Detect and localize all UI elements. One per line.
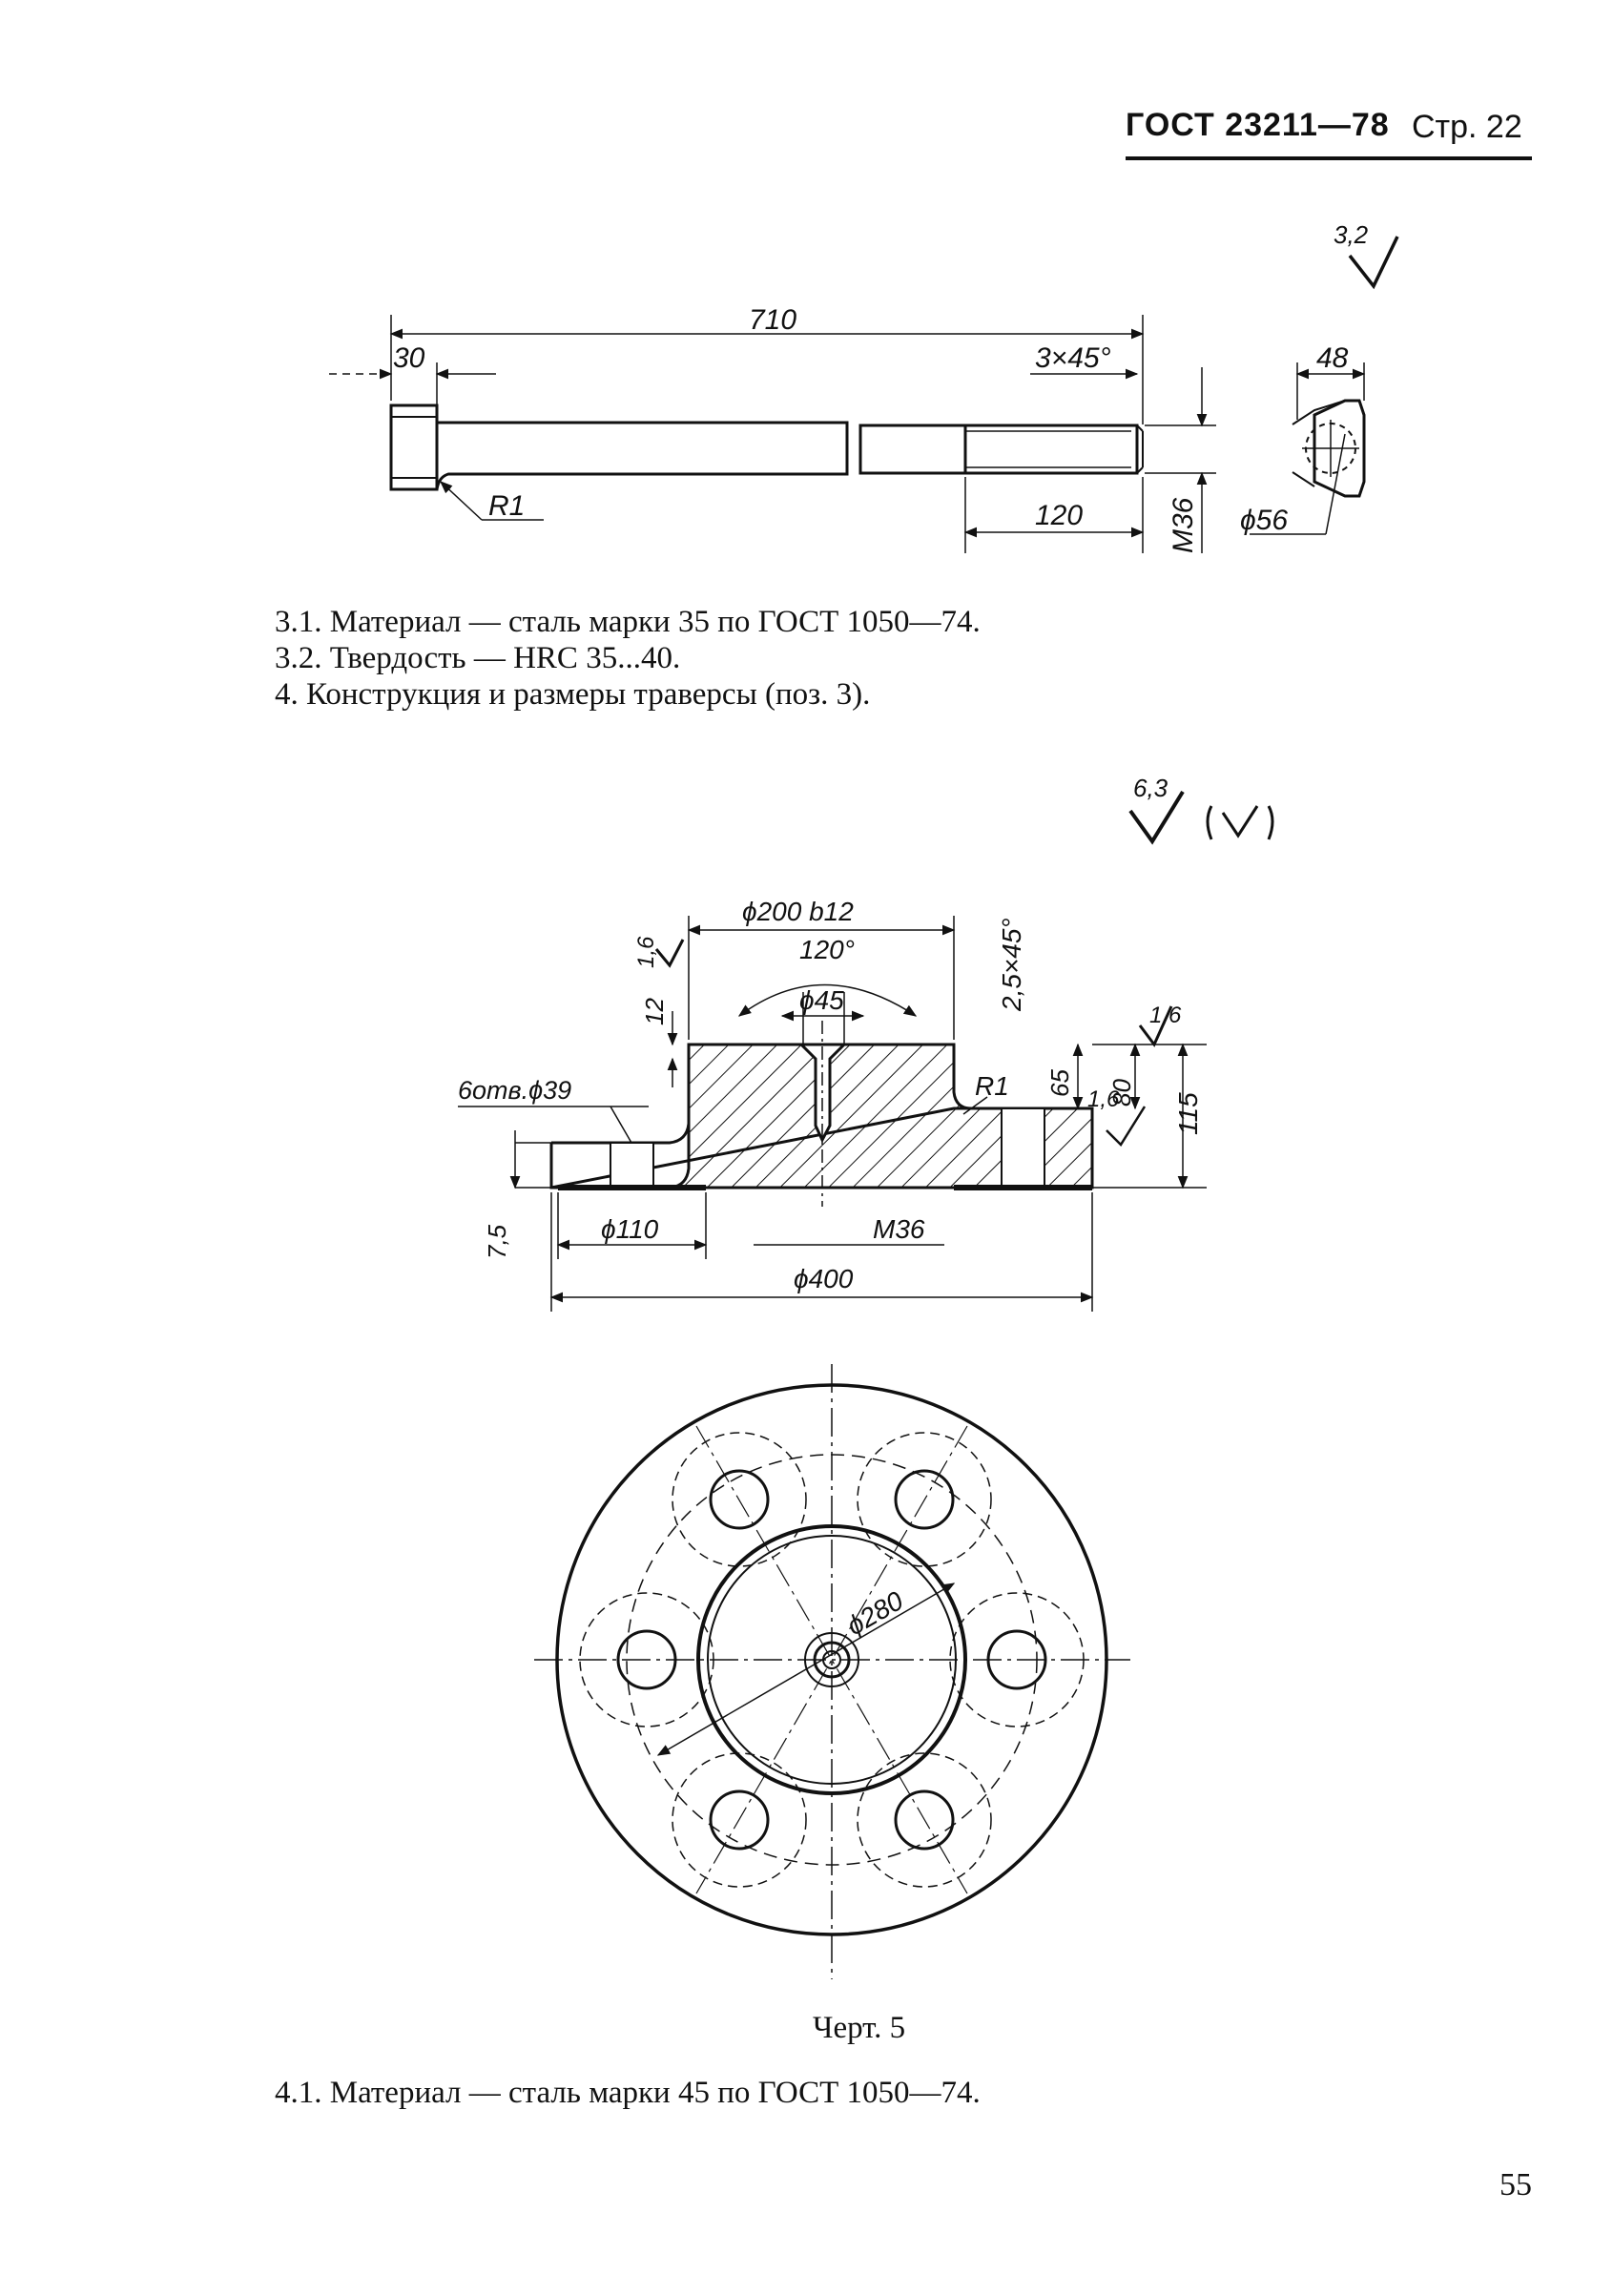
dim-710: 710 [749, 304, 796, 336]
bolt-shank-mid [858, 424, 967, 475]
bolt-drawing [329, 236, 1399, 553]
paragraph-4: 4. Конструкция и размеры траверсы (поз. … [275, 677, 871, 712]
rough-top: 1,6 [633, 936, 659, 968]
dim-12: 12 [640, 998, 669, 1025]
dim-56: ϕ56 [1240, 505, 1288, 536]
rough-bottom: 1,6 [1087, 1086, 1120, 1112]
paragraph-3-2: 3.2. Твердость — HRC 35...40. [275, 641, 681, 675]
dim-400: ϕ400 [794, 1264, 854, 1293]
dim-110: ϕ110 [601, 1214, 659, 1244]
paragraph-4-1: 4.1. Материал — сталь марки 45 по ГОСТ 1… [275, 2076, 981, 2110]
dim-80: 80 [1107, 1079, 1136, 1107]
dim-m36-traverse: M36 [873, 1214, 925, 1244]
page-header: ГОСТ 23211—78 Стр. 22 [1126, 107, 1536, 164]
dim-holes: 6отв.ϕ39 [458, 1076, 571, 1105]
page-label: Стр. 22 [1412, 109, 1522, 145]
dim-chamfer: 3×45° [1035, 342, 1111, 374]
dim-m36-bolt: M36 [1168, 497, 1199, 553]
dim-48: 48 [1316, 342, 1349, 374]
traverse-section [458, 790, 1274, 1312]
bolt-hex-view [1313, 399, 1366, 498]
paragraph-3-1: 3.1. Материал — сталь марки 35 по ГОСТ 1… [275, 605, 981, 639]
figure-caption: Черт. 5 [813, 2011, 906, 2045]
rough-right: 1,6 [1149, 1003, 1182, 1028]
dim-115: 115 [1173, 1092, 1203, 1135]
roughness-63: 6,3 [1133, 774, 1168, 802]
dim-75: 7,5 [483, 1224, 511, 1259]
dim-65: 65 [1045, 1069, 1074, 1097]
dim-r1-traverse: R1 [975, 1071, 1009, 1101]
outer-flange [555, 1383, 1108, 1936]
dim-200: ϕ200 b12 [742, 897, 854, 926]
dim-angle: 120° [799, 935, 855, 964]
roughness-32: 3,2 [1334, 220, 1369, 249]
bolt-thread [963, 424, 1139, 475]
traverse-plan-view [534, 1364, 1130, 1979]
dim-30: 30 [393, 342, 425, 374]
bolt-head [389, 403, 439, 491]
standard-code: ГОСТ 23211—78 [1126, 107, 1390, 143]
header-rule [1126, 156, 1532, 160]
dim-280: ϕ280 [842, 1585, 909, 1641]
bolt-shank-left [435, 421, 849, 490]
dim-120: 120 [1035, 500, 1083, 531]
dim-r1-bolt: R1 [488, 490, 525, 522]
dim-45: ϕ45 [799, 985, 844, 1015]
page-number: 55 [1499, 2167, 1532, 2203]
dim-chamfer-25: 2,5×45° [997, 918, 1026, 1012]
